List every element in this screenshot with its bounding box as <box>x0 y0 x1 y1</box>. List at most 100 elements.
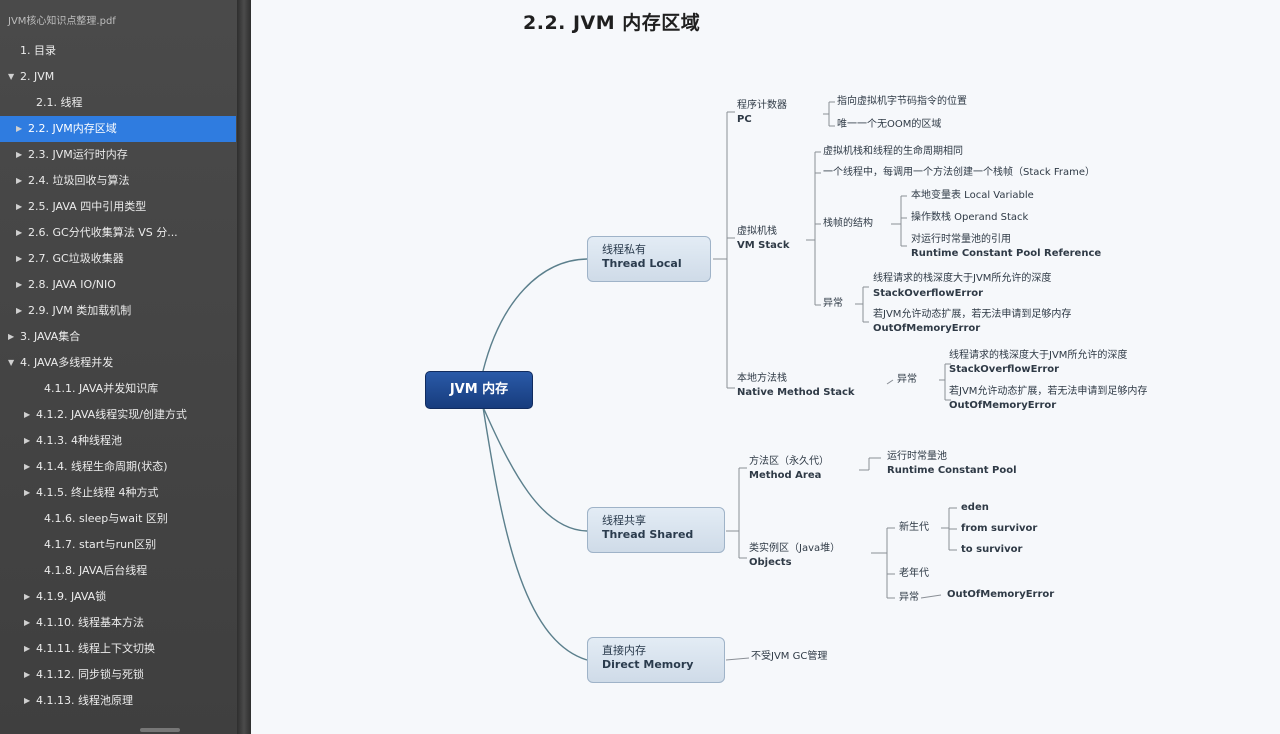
disclosure-collapsed-icon[interactable]: ▶ <box>16 228 23 237</box>
disclosure-collapsed-icon[interactable]: ▶ <box>16 306 23 315</box>
toc-item[interactable]: 4.1.7. start与run区别 <box>0 532 236 558</box>
toc-item[interactable]: ▶2.6. GC分代收集算法 VS 分... <box>0 220 236 246</box>
disclosure-collapsed-icon[interactable]: ▶ <box>24 644 31 653</box>
toc-item-label: 4.1.5. 终止线程 4种方式 <box>36 486 159 499</box>
toc-item[interactable]: 4.1.6. sleep与wait 区别 <box>0 506 236 532</box>
mindmap-connectors <box>482 101 957 661</box>
disclosure-collapsed-icon[interactable]: ▶ <box>16 150 23 159</box>
vm-stack-note-2: 一个线程中，每调用一个方法创建一个栈帧（Stack Frame） <box>823 167 1096 178</box>
page-title: 2.2. JVM 内存区域 <box>523 12 701 34</box>
toc-item[interactable]: ▶ 2.3. JVM运行时内存 <box>0 142 236 168</box>
const-pool-en: Runtime Constant Pool <box>887 465 1017 476</box>
thread-local-zh: 线程私有 <box>602 243 646 256</box>
toc-item[interactable]: ▶ 4.1.4. 线程生命周期(状态) <box>0 454 236 480</box>
toc-item[interactable]: ▶ 4.1.11. 线程上下文切换 <box>0 636 236 662</box>
runtime-ref-en: Runtime Constant Pool Reference <box>911 248 1102 259</box>
sidebar-scrollbar[interactable] <box>140 728 180 732</box>
disclosure-collapsed-icon[interactable]: ▶ <box>24 670 31 679</box>
disclosure-collapsed-icon[interactable]: ▶ <box>16 124 23 133</box>
toc-item[interactable]: 4.1.1. JAVA并发知识库 <box>0 376 236 402</box>
vm-exception-label: 异常 <box>823 298 843 309</box>
toc-item[interactable]: ▶2.8. JAVA IO/NIO <box>0 272 236 298</box>
toc-item[interactable]: ▶ 4.1.10. 线程基本方法 <box>0 610 236 636</box>
native-oom-note: 若JVM允许动态扩展，若无法申请到足够内存 <box>949 386 1148 397</box>
toc-item[interactable]: 4.1.8. JAVA后台线程 <box>0 558 236 584</box>
heap-exception-label: 异常 <box>899 592 919 603</box>
eden-space: eden <box>961 502 989 513</box>
toc-item[interactable]: 2.1. 线程 <box>0 90 236 116</box>
disclosure-collapsed-icon[interactable]: ▶ <box>8 332 15 341</box>
toc-item-label: 4.1.10. 线程基本方法 <box>36 616 144 629</box>
toc-item-label: 4.1.12. 同步锁与死锁 <box>36 668 144 681</box>
toc-item-label: 2.7. GC垃圾收集器 <box>28 252 124 265</box>
local-variable-table: 本地变量表 Local Variable <box>911 190 1034 201</box>
document-page: 2.2. JVM 内存区域 <box>251 0 1280 734</box>
oom-note: 若JVM允许动态扩展，若无法申请到足够内存 <box>873 309 1072 320</box>
toc-item[interactable]: ▶ 4.1.5. 终止线程 4种方式 <box>0 480 236 506</box>
direct-memory-node: 直接内存 Direct Memory <box>587 637 725 683</box>
stackoverflow-note: 线程请求的栈深度大于JVM所允许的深度 <box>873 273 1052 284</box>
disclosure-expanded-icon[interactable]: ▼ <box>8 72 15 81</box>
operand-stack: 操作数栈 Operand Stack <box>911 212 1029 223</box>
disclosure-collapsed-icon[interactable]: ▶ <box>24 410 31 419</box>
frame-structure-label: 栈帧的结构 <box>823 218 873 229</box>
vm-stack-zh: 虚拟机栈 <box>737 226 777 237</box>
toc-item[interactable]: ▶2.2. JVM内存区域 <box>0 116 236 142</box>
toc-item[interactable]: ▶4.1.9. JAVA锁 <box>0 584 236 610</box>
disclosure-collapsed-icon[interactable]: ▶ <box>24 592 31 601</box>
toc-item-label: 2.3. JVM运行时内存 <box>28 148 128 161</box>
pc-zh: 程序计数器 <box>737 100 787 111</box>
young-generation: 新生代 <box>899 522 929 533</box>
native-stack-en: Native Method Stack <box>737 387 855 398</box>
disclosure-expanded-icon[interactable]: ▼ <box>8 358 15 367</box>
thread-shared-node: 线程共享 Thread Shared <box>587 507 725 553</box>
toc-item[interactable]: ▶4.1.2. JAVA线程实现/创建方式 <box>0 402 236 428</box>
toc-item[interactable]: ▶ 3. JAVA集合 <box>0 324 236 350</box>
runtime-ref-zh: 对运行时常量池的引用 <box>911 234 1011 245</box>
toc-item[interactable]: ▶ 2.5. JAVA 四中引用类型 <box>0 194 236 220</box>
toc-item-label: 3. JAVA集合 <box>20 330 81 343</box>
toc-item-label: 2.4. 垃圾回收与算法 <box>28 174 130 187</box>
toc-item-label: 4.1.1. JAVA并发知识库 <box>44 382 159 395</box>
mindmap-root-node: JVM 内存 <box>425 371 533 409</box>
toc-item[interactable]: ▶ 2.7. GC垃圾收集器 <box>0 246 236 272</box>
method-area-en: Method Area <box>749 470 822 481</box>
disclosure-collapsed-icon[interactable]: ▶ <box>16 176 23 185</box>
native-so-error: StackOverflowError <box>949 364 1060 375</box>
method-area-zh: 方法区（永久代） <box>749 456 829 467</box>
toc-item[interactable]: 1. 目录 <box>0 38 236 64</box>
toc-item-label: 4.1.7. start与run区别 <box>44 538 157 551</box>
disclosure-collapsed-icon[interactable]: ▶ <box>24 488 31 497</box>
thread-local-node: 线程私有 Thread Local <box>587 236 711 282</box>
disclosure-collapsed-icon[interactable]: ▶ <box>24 696 31 705</box>
const-pool-zh: 运行时常量池 <box>887 451 947 462</box>
disclosure-collapsed-icon[interactable]: ▶ <box>16 202 23 211</box>
direct-memory-note: 不受JVM GC管理 <box>751 651 828 662</box>
thread-local-en: Thread Local <box>602 257 682 270</box>
toc-item-label: 4.1.4. 线程生命周期(状态) <box>36 460 168 473</box>
document-title: JVM核心知识点整理.pdf <box>8 16 116 27</box>
toc-item-label: 2.5. JAVA 四中引用类型 <box>28 200 147 213</box>
disclosure-collapsed-icon[interactable]: ▶ <box>24 618 31 627</box>
sidebar-splitter[interactable] <box>237 0 251 734</box>
heap-oom-error: OutOfMemoryError <box>947 589 1055 600</box>
toc-item[interactable]: ▶2.9. JVM 类加载机制 <box>0 298 236 324</box>
toc-item[interactable]: ▼2. JVM <box>0 64 236 90</box>
toc-item-label: 4.1.13. 线程池原理 <box>36 694 133 707</box>
pc-en: PC <box>737 114 752 125</box>
toc-item[interactable]: ▼4. JAVA多线程并发 <box>0 350 236 376</box>
toc-item-label: 2.1. 线程 <box>36 96 83 109</box>
toc-item[interactable]: ▶ 4.1.3. 4种线程池 <box>0 428 236 454</box>
disclosure-collapsed-icon[interactable]: ▶ <box>24 436 31 445</box>
to-survivor: to survivor <box>961 544 1023 555</box>
toc-item[interactable]: ▶ 4.1.13. 线程池原理 <box>0 688 236 714</box>
disclosure-collapsed-icon[interactable]: ▶ <box>16 280 23 289</box>
toc-item[interactable]: ▶ 4.1.12. 同步锁与死锁 <box>0 662 236 688</box>
toc-item-label: 4.1.6. sleep与wait 区别 <box>44 512 168 525</box>
disclosure-collapsed-icon[interactable]: ▶ <box>16 254 23 263</box>
toc-item[interactable]: ▶ 2.4. 垃圾回收与算法 <box>0 168 236 194</box>
disclosure-collapsed-icon[interactable]: ▶ <box>24 462 31 471</box>
toc-item-label: 1. 目录 <box>20 44 56 57</box>
toc-item-label: 4.1.11. 线程上下文切换 <box>36 642 155 655</box>
toc-item-label: 4.1.3. 4种线程池 <box>36 434 122 447</box>
